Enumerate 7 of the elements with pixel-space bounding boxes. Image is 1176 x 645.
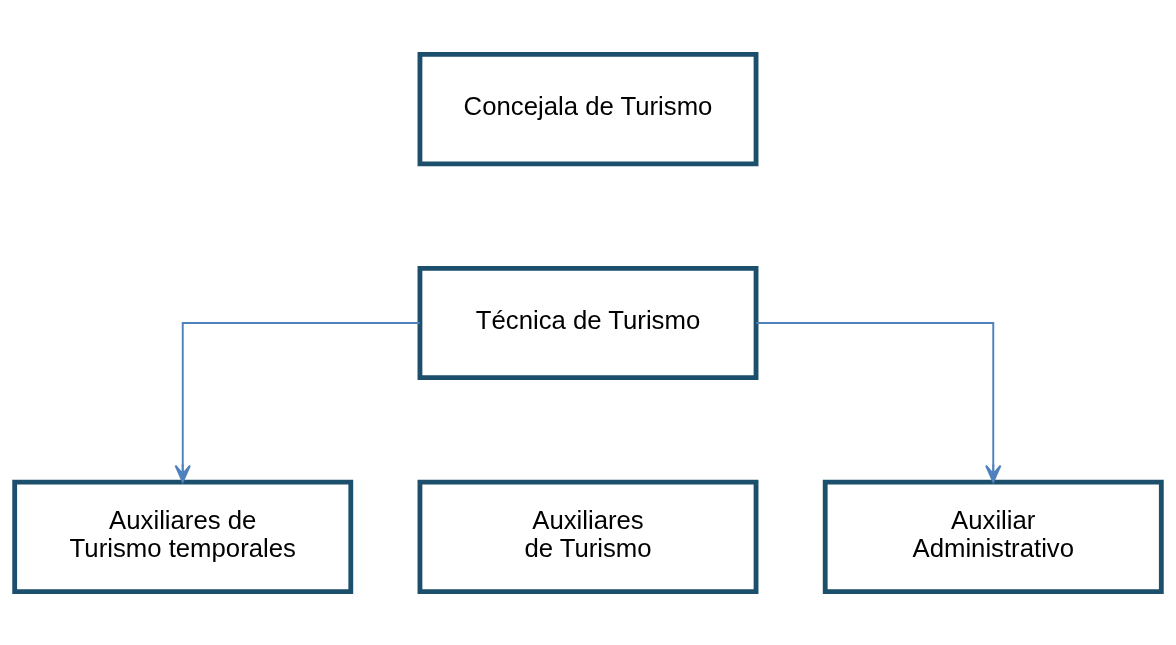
arrow <box>755 321 1002 483</box>
node-box: Auxiliar Administrativo <box>822 479 1164 594</box>
node-box: Concejala de Turismo <box>417 51 759 166</box>
arrow <box>174 321 421 483</box>
node-box: Auxiliares de Turismo temporales <box>12 479 354 594</box>
node-box: Auxiliares de Turismo <box>417 479 759 594</box>
node-box: Técnica de Turismo <box>417 265 759 380</box>
